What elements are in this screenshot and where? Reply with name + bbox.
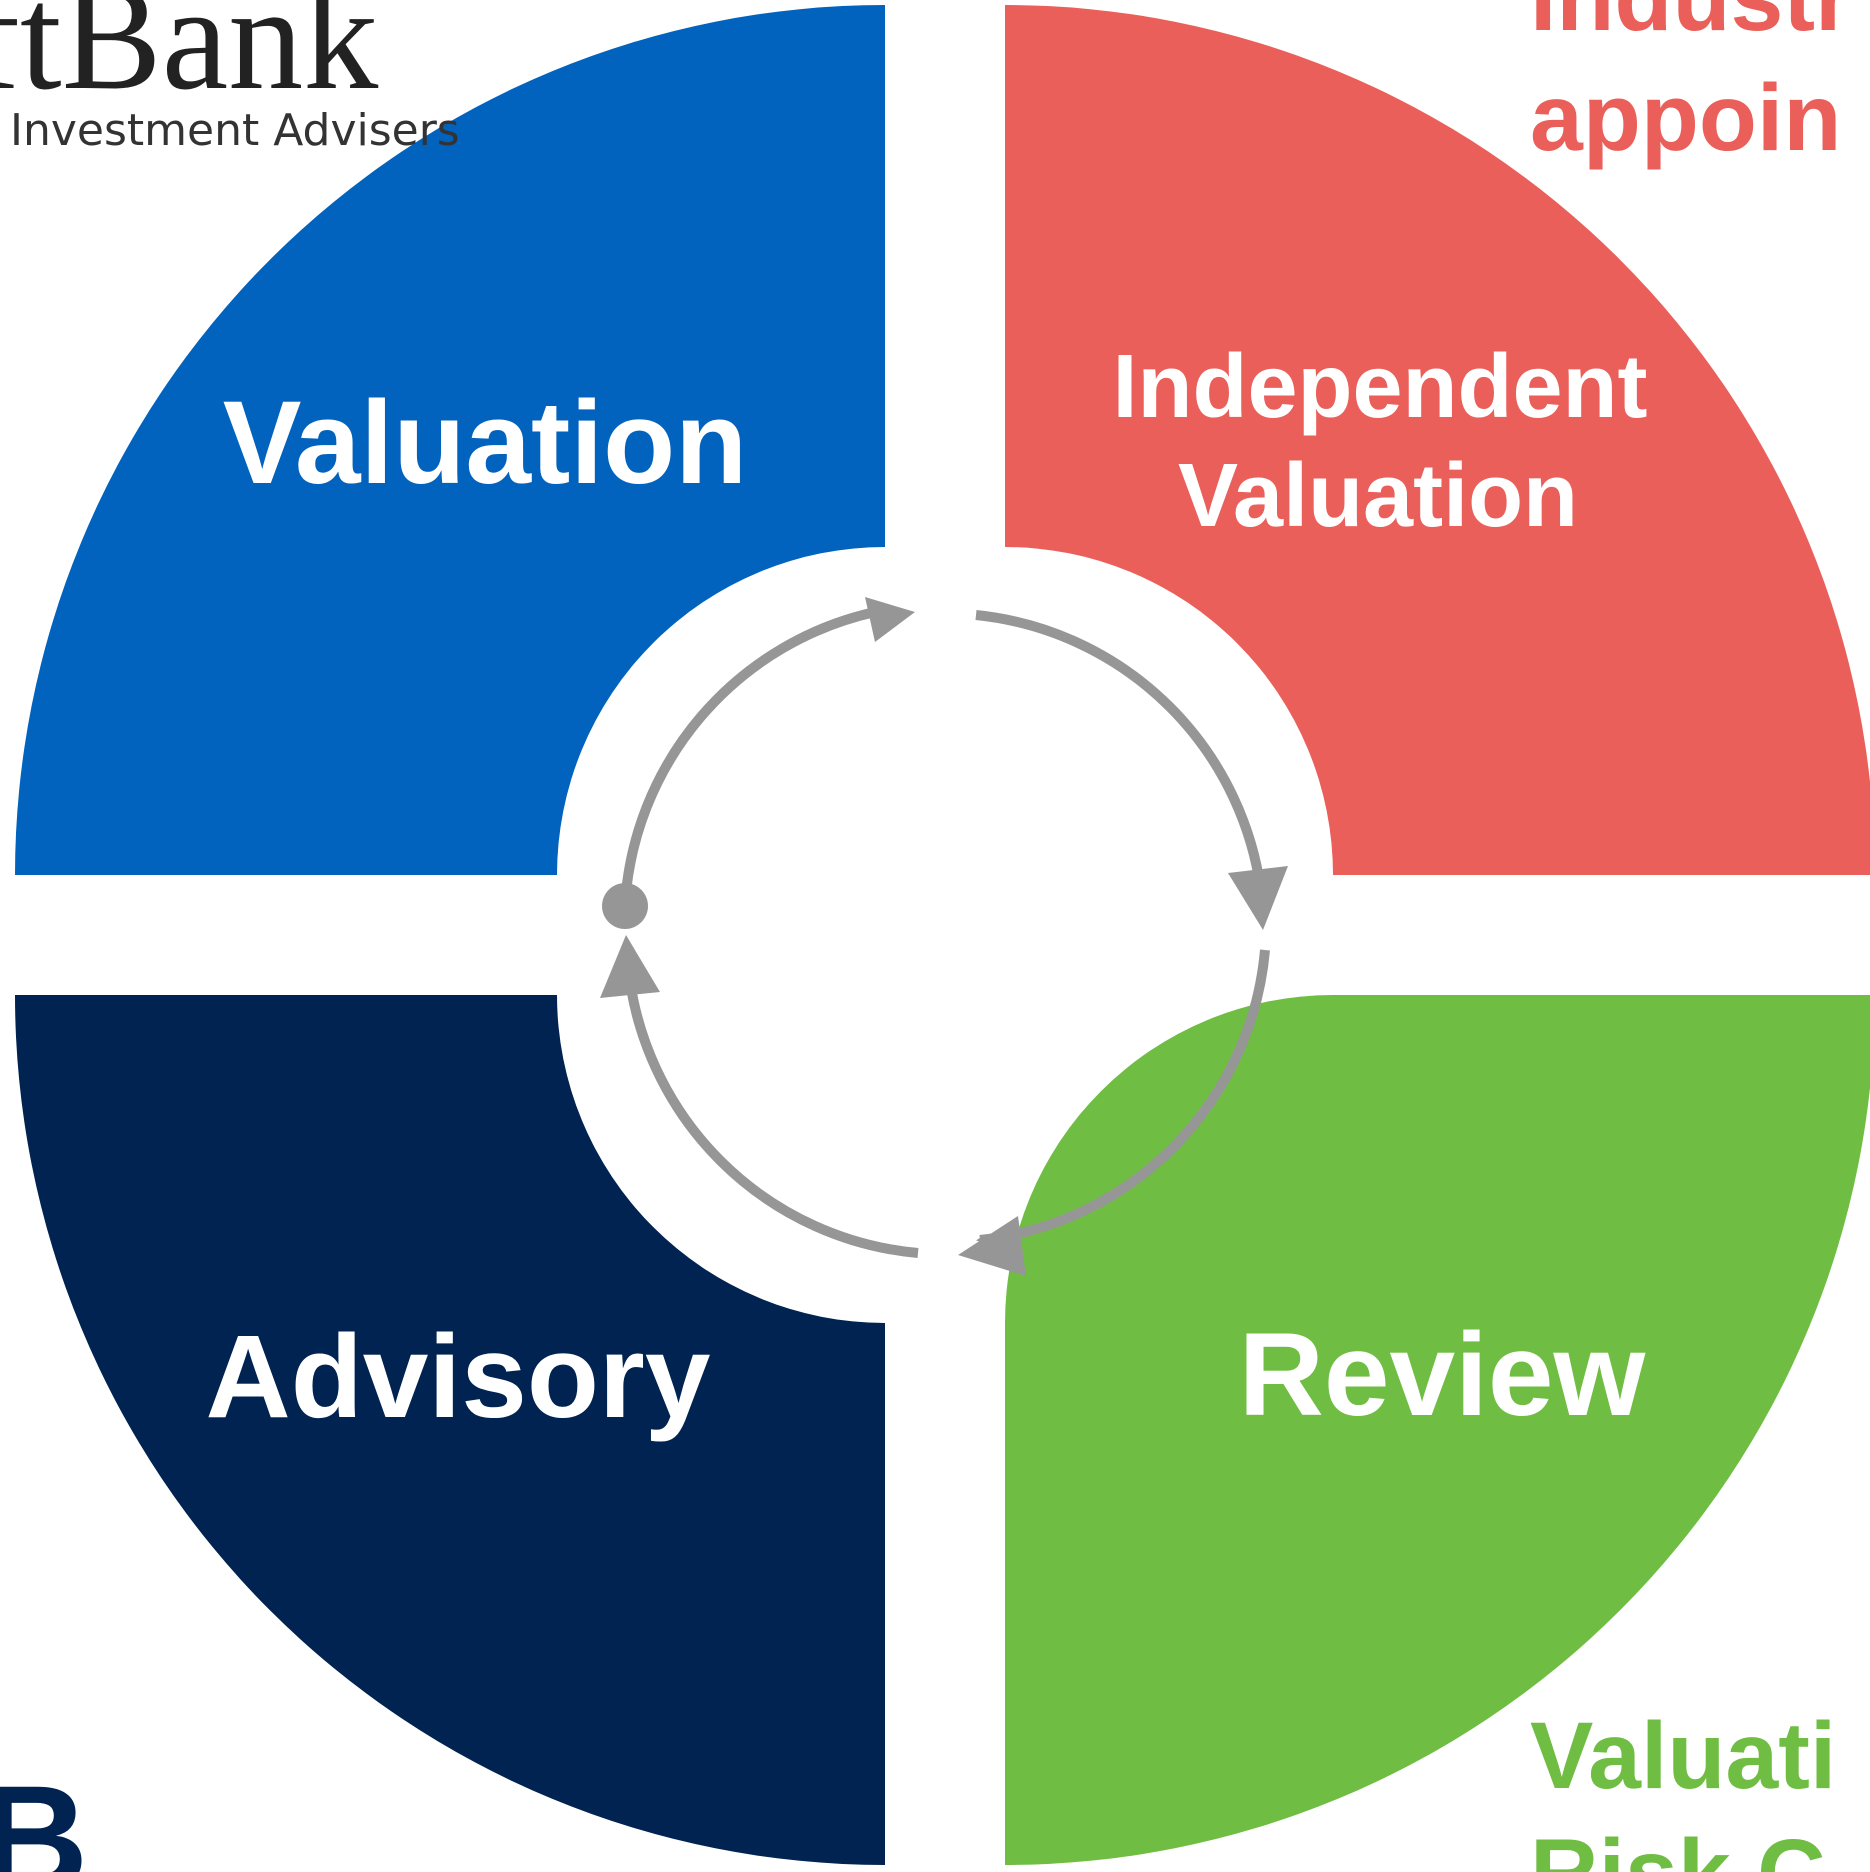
arrow-bottom-right-icon: [976, 949, 1270, 1245]
arrow-top-right-icon: [975, 610, 1267, 904]
segment-valuation: [15, 5, 885, 875]
arrowhead-top-icon: [865, 597, 915, 642]
segment-review: [1005, 995, 1870, 1865]
cycle-start-dot-icon: [602, 883, 648, 929]
arrowhead-right-icon: [1228, 866, 1288, 930]
segment-independent-valuation: [1005, 5, 1870, 875]
corner-text-top-right-line1: Industr: [1530, 0, 1852, 51]
segment-advisory-label: Advisory: [206, 1311, 711, 1443]
segment-valuation-label: Valuation: [223, 377, 748, 509]
corner-text-top-right-line2: appoin: [1530, 65, 1841, 171]
corner-text-bottom-left: B: [0, 1754, 88, 1872]
logo-name: ftBank: [0, 0, 378, 121]
arrow-top-left-icon: [620, 607, 879, 906]
segment-advisory: [15, 995, 885, 1865]
corner-text-bottom-right-line2: Risk C: [1530, 1820, 1826, 1872]
corner-text-bottom-right-line1: Valuati: [1530, 1703, 1836, 1809]
segment-independent-valuation-label-line2: Valuation: [1178, 446, 1578, 546]
arrowhead-left-icon: [600, 935, 660, 998]
segment-independent-valuation-label-line1: Independent: [1113, 337, 1648, 437]
logo-subtitle: Investment Advisers: [10, 105, 460, 156]
arrow-bottom-left-icon: [623, 961, 919, 1258]
arrowhead-bottom-icon: [958, 1216, 1026, 1276]
circular-arrows-icon: [620, 607, 1270, 1258]
arrowheads: [600, 597, 1288, 1276]
segment-review-label: Review: [1239, 1309, 1647, 1441]
